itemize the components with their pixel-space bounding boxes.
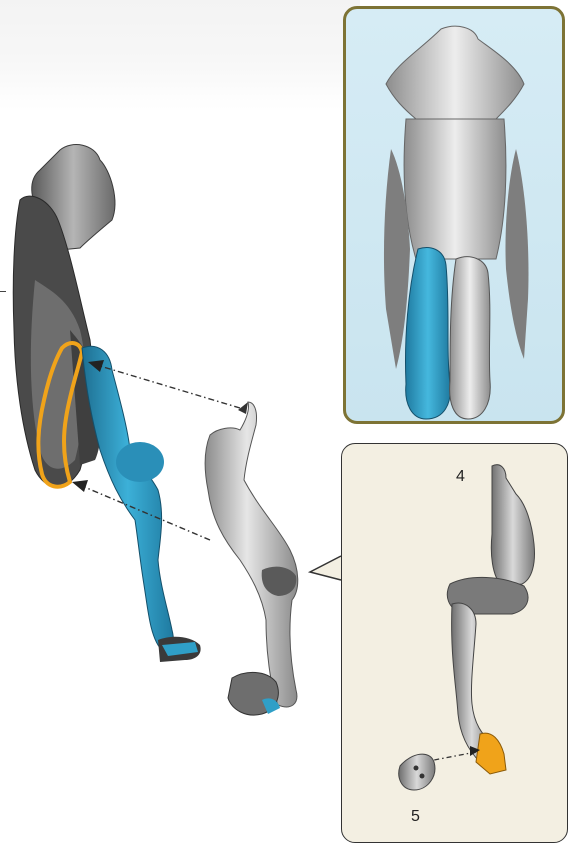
orange-highlight-part: [476, 733, 506, 774]
callout-label-4: 4: [456, 468, 465, 486]
assembled-blue-leg: [406, 248, 451, 419]
blue-leg-part: [82, 346, 201, 662]
background-text-strip: ​: [0, 0, 360, 110]
assembled-view-inset: [343, 6, 565, 424]
leader-tick: [0, 291, 6, 292]
small-bracket-part: [399, 754, 435, 790]
callout-pointer: [306, 548, 346, 588]
detail-figure: [342, 444, 568, 843]
gray-leg-part: [205, 402, 298, 715]
assembled-figure: [346, 9, 562, 421]
callout-label-5: 5: [411, 808, 420, 826]
detail-view-inset: 4 5: [341, 443, 568, 843]
exploded-leg-assembly: [0, 130, 340, 730]
